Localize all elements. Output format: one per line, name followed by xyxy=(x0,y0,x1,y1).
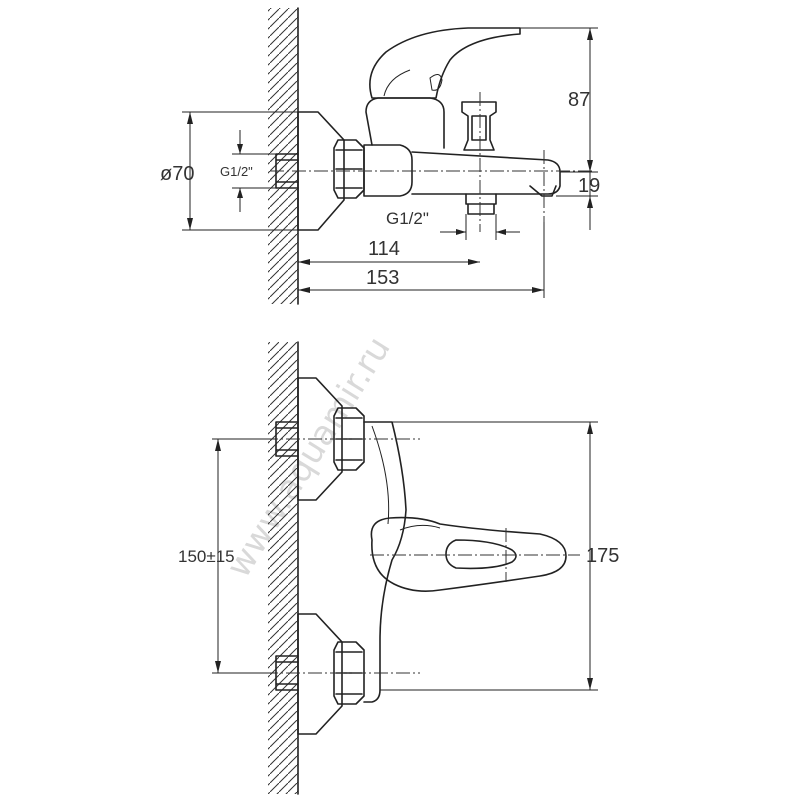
dim-114-label: 114 xyxy=(368,238,400,260)
hex-nut-top xyxy=(333,139,365,199)
mixer-body-top xyxy=(363,144,413,197)
lever-handle-top xyxy=(369,27,521,99)
lever-handle-front xyxy=(370,516,567,592)
mixer-body-front xyxy=(363,421,407,703)
upper-pipe-stub xyxy=(275,421,299,457)
lower-escutcheon xyxy=(297,613,343,735)
front-view: 150±15 175 xyxy=(178,341,619,795)
dim-19-label: 19 xyxy=(578,175,600,197)
lever-detail-top xyxy=(383,69,443,97)
upper-hex-nut xyxy=(333,407,365,471)
lever-inner-edge-front xyxy=(399,524,441,531)
lower-hex-nut xyxy=(333,641,365,705)
wall-hatching-top xyxy=(268,8,298,304)
lower-pipe-stub xyxy=(275,655,299,691)
upper-escutcheon xyxy=(297,377,343,501)
spout-tip-top xyxy=(529,185,557,197)
side-view: 87 19 ø70 G1/2" G1/2" 114 xyxy=(160,7,600,305)
spout-top xyxy=(411,151,561,195)
dim-centers-label: 150±15 xyxy=(178,547,235,566)
dim-diameter-label: ø70 xyxy=(160,163,194,185)
dim-thread-wall-label: G1/2" xyxy=(220,164,253,179)
dim-153-label: 153 xyxy=(366,267,399,289)
mixer-body-inner-front xyxy=(371,425,390,525)
shower-outlet-top xyxy=(465,193,497,215)
diverter-knob-top xyxy=(461,101,497,151)
cartridge-column-top xyxy=(365,97,445,149)
dim-175-label: 175 xyxy=(586,545,619,567)
dim-thread-outlet-label: G1/2" xyxy=(386,209,429,228)
lever-slot-front xyxy=(445,539,517,570)
dim-87-label: 87 xyxy=(568,89,590,111)
wall-hatching-front xyxy=(268,342,298,794)
